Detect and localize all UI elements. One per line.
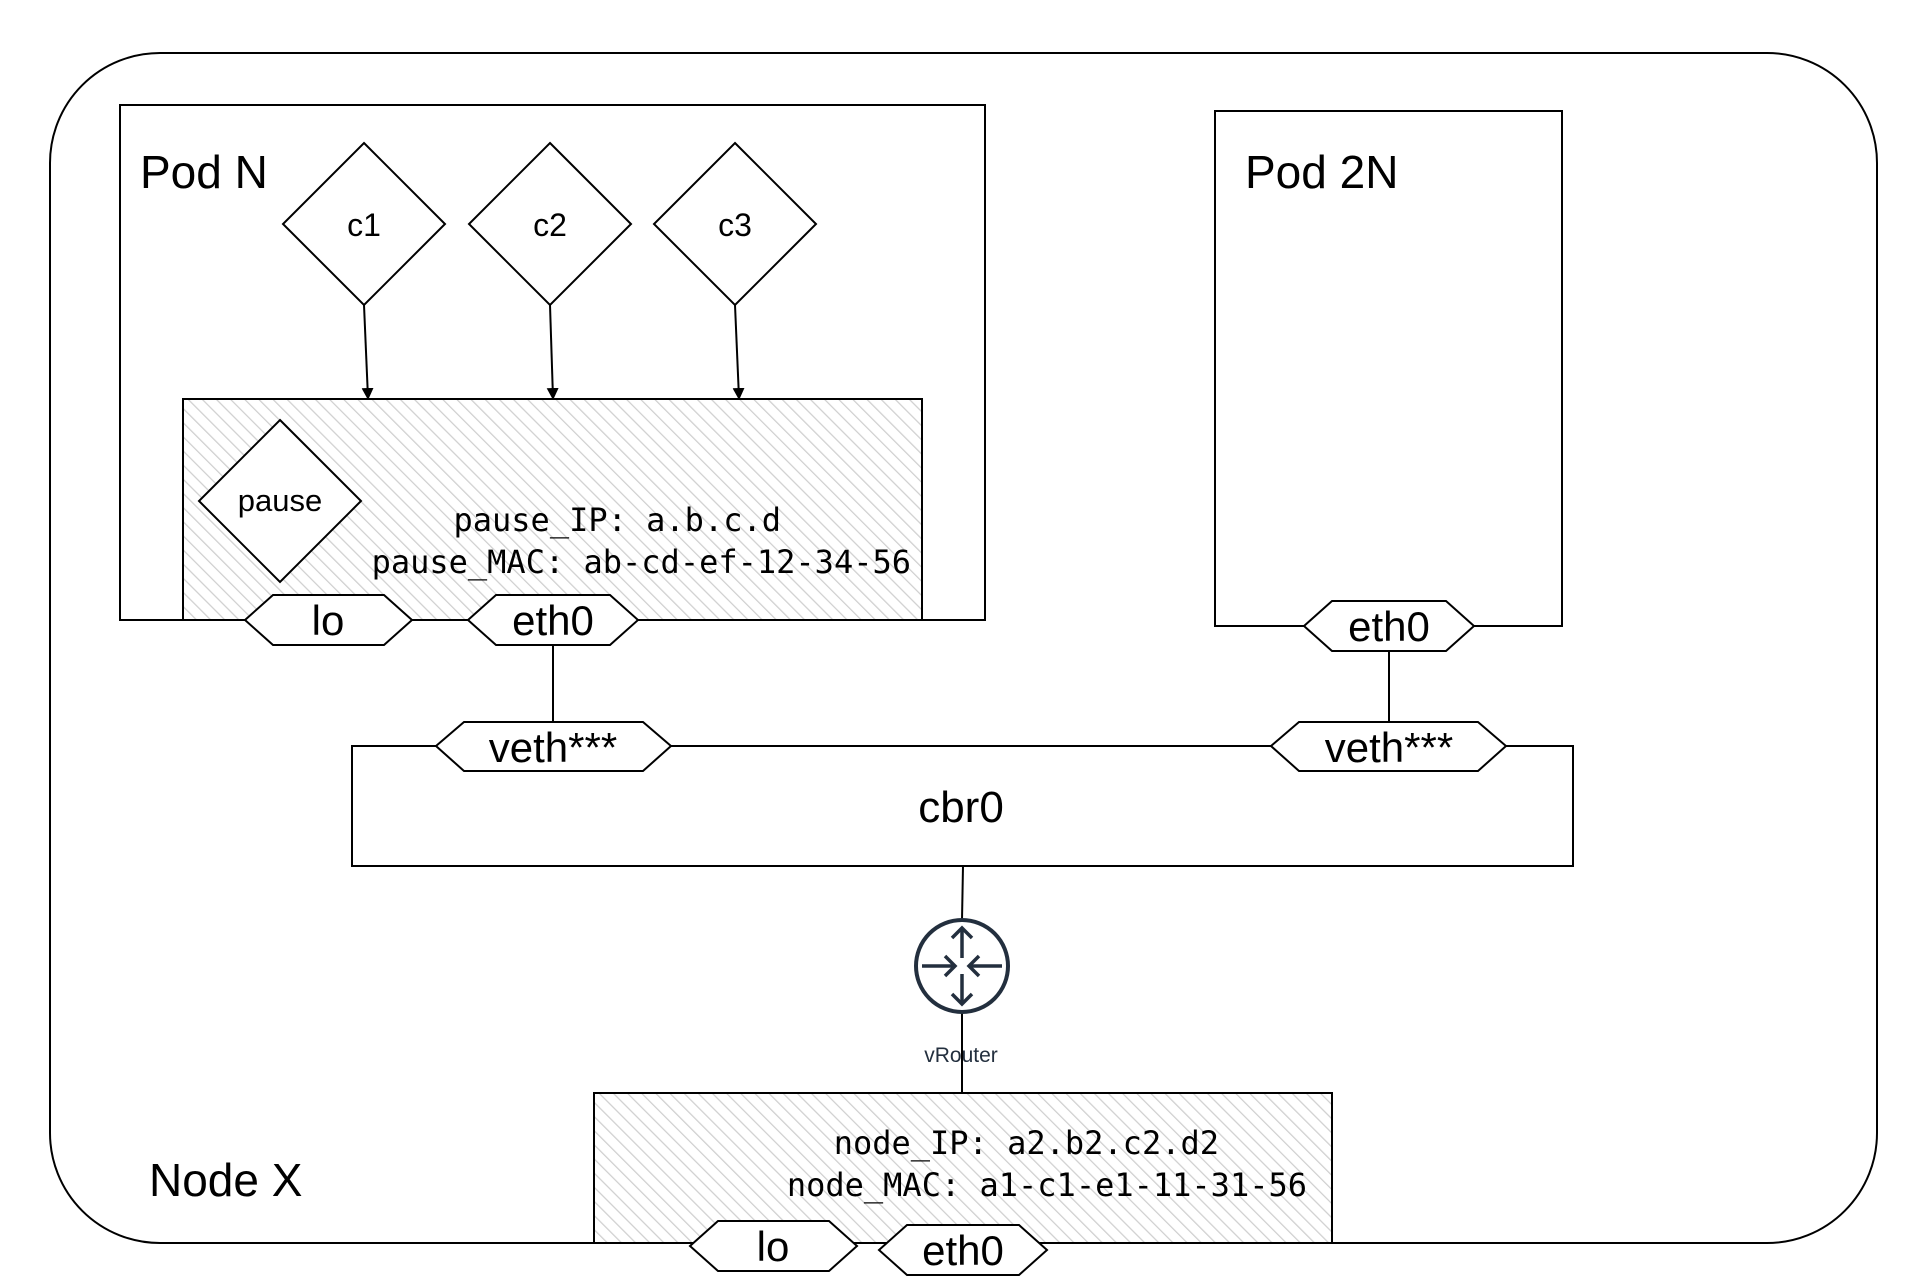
veth-right-label: veth*** — [1325, 724, 1453, 771]
node-eth0-label: eth0 — [922, 1227, 1004, 1274]
arrow-c2-to-pause — [546, 304, 559, 400]
pause-container: pause — [197, 418, 363, 584]
container-c3: c3 — [652, 141, 818, 307]
pod-n-eth0-label: eth0 — [512, 597, 594, 644]
pod-n-lo-interface: lo — [243, 594, 414, 646]
container-c1: c1 — [281, 141, 447, 307]
bridge-label: cbr0 — [918, 783, 1004, 832]
pod-n-eth0-interface: eth0 — [466, 594, 640, 646]
pause-label: pause — [238, 483, 322, 518]
node-lo-interface: lo — [688, 1220, 859, 1272]
container-c3-label: c3 — [718, 207, 752, 243]
pod-2n-eth0-interface: eth0 — [1302, 600, 1476, 652]
router-icon — [914, 918, 1010, 1014]
container-c2-label: c2 — [533, 207, 567, 243]
pod-2n-eth0-label: eth0 — [1348, 603, 1430, 650]
node-lo-label: lo — [757, 1223, 790, 1270]
router-label: vRouter — [924, 1044, 998, 1067]
pod-n-lo-label: lo — [312, 597, 345, 644]
node-ip-text: node_IP: a2.b2.c2.d2 — [834, 1124, 1219, 1162]
pod-2n-label: Pod 2N — [1245, 146, 1398, 198]
node-mac-text: node_MAC: a1-c1-e1-11-31-56 — [787, 1166, 1307, 1204]
link-bridge-router — [961, 865, 964, 921]
node-nic-box — [593, 1092, 1333, 1244]
veth-left-interface: veth*** — [434, 721, 673, 772]
container-c1-label: c1 — [347, 207, 381, 243]
node-label: Node X — [149, 1154, 302, 1206]
pause-ip-text: pause_IP: a.b.c.d — [453, 501, 781, 539]
veth-right-interface: veth*** — [1269, 721, 1508, 772]
pause-mac-text: pause_MAC: ab-cd-ef-12-34-56 — [372, 543, 911, 581]
pod-n-label: Pod N — [140, 146, 268, 198]
arrow-c3-to-pause — [732, 304, 745, 400]
veth-left-label: veth*** — [489, 724, 617, 771]
pod-2n-container — [1214, 110, 1563, 627]
node-eth0-interface: eth0 — [877, 1224, 1049, 1276]
arrow-c1-to-pause — [361, 304, 374, 400]
